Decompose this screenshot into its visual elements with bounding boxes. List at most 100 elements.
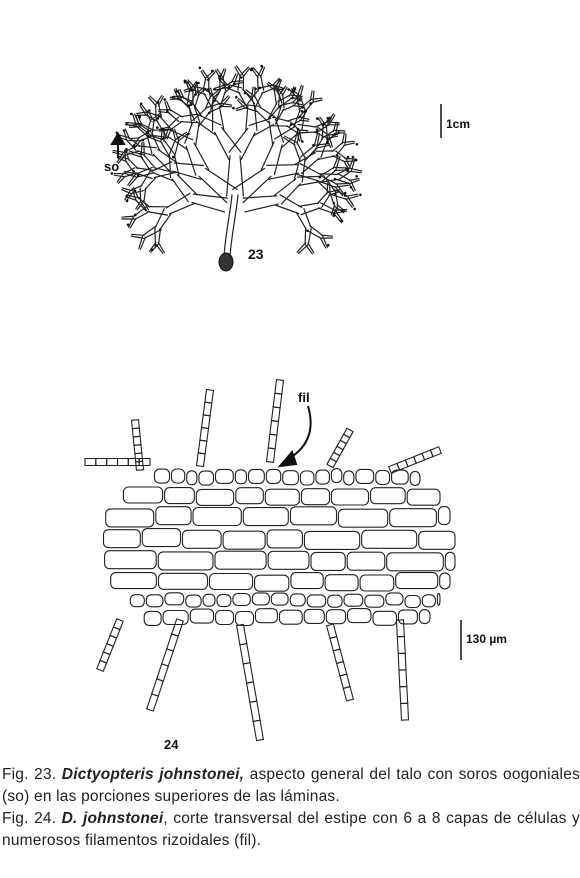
filament-segment xyxy=(335,660,348,677)
filament-segment xyxy=(166,633,179,652)
cell xyxy=(102,529,141,549)
cell xyxy=(346,608,372,624)
sorus-dot xyxy=(156,126,159,129)
filament-segment xyxy=(429,446,443,458)
sorus-dot xyxy=(138,196,142,200)
thallus-branch xyxy=(273,178,301,205)
sorus-dot xyxy=(139,152,142,156)
filament-segment xyxy=(329,635,341,652)
thallus-branch xyxy=(279,102,295,112)
thallus-branch xyxy=(293,142,306,161)
filament-segment xyxy=(332,648,345,665)
cell xyxy=(289,506,338,526)
cell xyxy=(418,609,431,625)
thallus-branch xyxy=(220,102,233,108)
thallus-branch xyxy=(177,88,185,101)
thallus-branch xyxy=(277,94,293,107)
cell xyxy=(385,592,404,606)
cell xyxy=(359,574,395,592)
filament-segment xyxy=(96,659,108,673)
cell xyxy=(444,551,456,571)
cell xyxy=(185,594,202,608)
sorus-dot xyxy=(213,87,216,91)
sorus-dot xyxy=(163,98,167,101)
sorus-dot xyxy=(325,141,329,144)
cell xyxy=(266,529,303,549)
filament-segment xyxy=(399,685,409,705)
filament-segment xyxy=(342,685,355,702)
sorus-dot xyxy=(203,88,207,91)
thallus-branch xyxy=(130,233,145,239)
thallus-branch xyxy=(125,158,139,173)
thallus-branch xyxy=(148,241,159,253)
thallus-branch xyxy=(319,235,328,249)
cell xyxy=(232,592,251,607)
sorus-dot xyxy=(166,109,169,112)
sorus-dot xyxy=(146,131,150,135)
sorus-dot xyxy=(359,193,362,197)
cell xyxy=(216,594,232,608)
thallus-branch xyxy=(148,95,159,107)
thallus-branch xyxy=(116,173,126,184)
caption-fig23-prefix: Fig. 23. xyxy=(2,766,57,783)
sorus-dot xyxy=(207,78,210,81)
figure-23: so 23 1cm xyxy=(0,0,580,330)
sorus-dot xyxy=(296,127,300,131)
thallus-branch xyxy=(274,78,282,92)
sorus-dot xyxy=(333,193,337,197)
filament-segment xyxy=(274,378,285,395)
thallus-branch xyxy=(342,140,355,146)
sorus-dot xyxy=(139,102,143,106)
sorus-dot xyxy=(148,109,151,112)
cell xyxy=(202,593,216,607)
thallus-branch xyxy=(273,88,283,106)
filament-segment xyxy=(202,401,213,417)
sorus-dot xyxy=(355,143,359,146)
caption-fig23: Fig. 23. Dictyopteris johnstonei, aspect… xyxy=(2,764,580,808)
sorus-dot xyxy=(309,102,312,105)
sorus-dot xyxy=(340,219,344,222)
sorus-dot xyxy=(326,116,330,120)
cell xyxy=(181,529,222,549)
sorus-dot xyxy=(235,95,238,99)
cell xyxy=(242,507,289,527)
stipe xyxy=(223,194,239,257)
thallus-branch xyxy=(155,208,173,231)
thallus-branch xyxy=(304,242,315,255)
thallus-branch xyxy=(299,116,310,122)
thallus-branch xyxy=(268,118,285,146)
caption-fig23-species: Dictyopteris johnstonei, xyxy=(61,766,245,783)
cell xyxy=(325,609,347,625)
cell xyxy=(164,487,195,505)
sorus-dot xyxy=(306,229,309,233)
cell xyxy=(189,608,215,624)
cell xyxy=(303,608,325,624)
thallus-branch xyxy=(347,180,356,192)
thallus-branch xyxy=(295,163,322,182)
filament-segment xyxy=(329,451,341,463)
sorus-dot xyxy=(211,69,214,73)
thallus-branch xyxy=(145,111,161,123)
sorus-dot xyxy=(171,95,175,99)
thallus-branch xyxy=(334,184,345,197)
thallus-branch xyxy=(123,170,138,178)
thallus-branch xyxy=(244,104,260,113)
thallus-branch xyxy=(226,155,244,197)
sorus-dot xyxy=(281,88,284,91)
thallus-branch xyxy=(257,66,266,78)
cell xyxy=(406,488,441,506)
thallus-branch xyxy=(168,139,180,157)
thallus-branch xyxy=(237,75,245,92)
thallus-branch xyxy=(186,79,196,90)
thallus-branch xyxy=(332,150,347,163)
sorus-dot xyxy=(301,106,305,109)
filament-segment xyxy=(95,457,108,467)
cell xyxy=(222,530,266,550)
filament-segment xyxy=(195,452,206,468)
cell xyxy=(145,594,164,608)
filament-segment xyxy=(235,623,248,646)
thallus-branch xyxy=(139,103,149,115)
sorus-dot xyxy=(233,82,236,86)
filament-segment xyxy=(242,662,255,684)
cell xyxy=(265,468,282,484)
